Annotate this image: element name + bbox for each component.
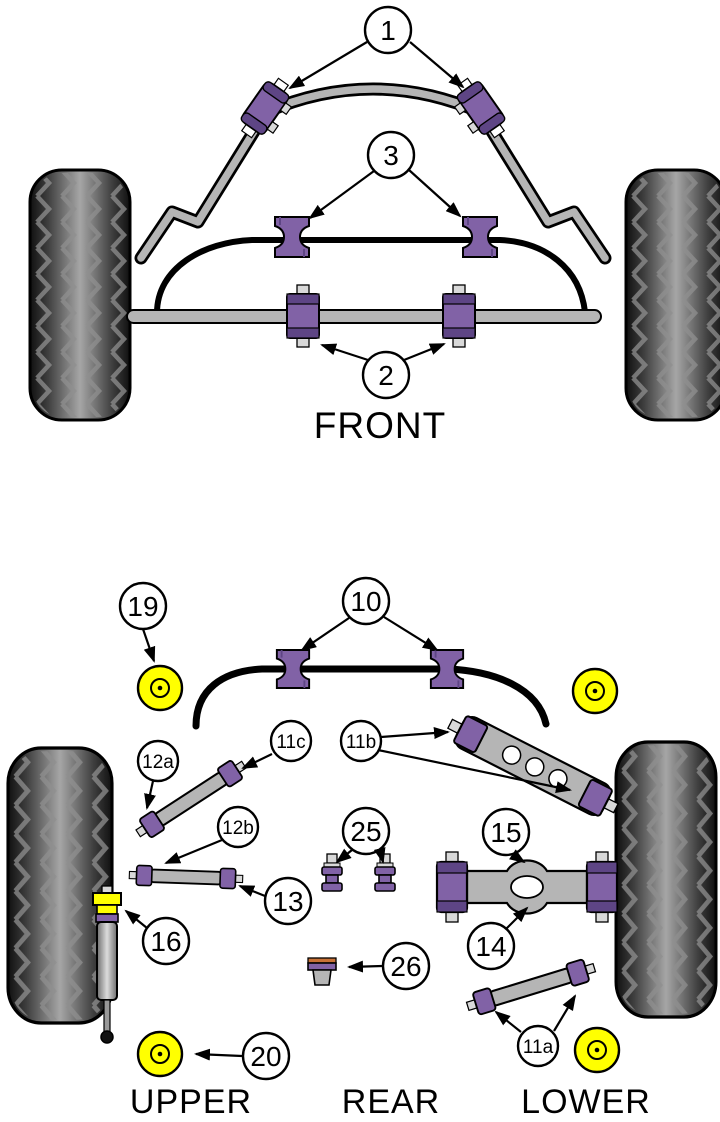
callout-2: 2 — [320, 342, 446, 400]
callout-2-arrow-right — [403, 342, 446, 362]
callout-16-label: 16 — [150, 926, 181, 957]
callout-12a: 12a — [136, 739, 180, 810]
callout-11a-arrow-right — [553, 994, 577, 1032]
callout-20: 20 — [194, 1031, 291, 1081]
front-anti-roll-bar — [134, 82, 612, 265]
callout-11a-arrow-left — [494, 1010, 522, 1033]
front-section: 1 3 2 FRONT — [28, 5, 720, 446]
callout-2-label: 2 — [378, 360, 394, 391]
rear-toe-arm — [128, 864, 244, 890]
callout-14: 14 — [466, 906, 529, 971]
rear-anti-roll-bar — [192, 665, 550, 730]
rack-bushing-right — [442, 284, 476, 348]
rear-section: 19 10 12a 11c 11b — [6, 576, 718, 1121]
callout-10-arrow-left — [300, 617, 350, 652]
callout-25-arrow-left — [335, 848, 353, 864]
yellow-mount-top-right — [571, 667, 619, 715]
callout-11a: 11a — [494, 994, 577, 1068]
callout-25-arrow-right — [373, 846, 386, 864]
yellow-mount-top-left — [136, 664, 184, 712]
callout-19-label: 19 — [127, 591, 158, 622]
front-lower-bar — [154, 237, 588, 316]
callout-15: 15 — [481, 807, 531, 864]
callout-14-label: 14 — [475, 931, 506, 962]
callout-11c-label: 11c — [276, 732, 305, 753]
callout-12b-label: 12b — [222, 818, 254, 839]
callout-10-label: 10 — [350, 586, 381, 617]
callout-26-label: 26 — [390, 951, 421, 982]
steering-rack-bar — [126, 309, 602, 324]
callout-1: 1 — [288, 5, 465, 90]
callout-10-arrow-right — [383, 616, 439, 652]
callout-12b: 12b — [164, 805, 260, 865]
callout-12b-arrow — [164, 838, 223, 865]
callout-1-arrow-left — [288, 41, 368, 90]
callout-26: 26 — [347, 941, 431, 991]
callout-19: 19 — [118, 581, 168, 663]
callout-1-label: 1 — [380, 15, 396, 46]
shock-absorber — [92, 885, 122, 1044]
callout-12a-label: 12a — [142, 752, 174, 773]
callout-11a-label: 11a — [523, 1037, 554, 1058]
callout-13-arrow — [238, 884, 266, 898]
callout-12a-arrow — [144, 780, 156, 810]
callout-13-label: 13 — [272, 886, 303, 917]
callout-16-arrow — [124, 909, 148, 929]
rear-lower-arm-assembly — [435, 851, 619, 923]
callout-14-arrow — [505, 906, 529, 930]
callout-25: 25 — [335, 806, 391, 864]
yellow-mount-bottom-right — [573, 1026, 621, 1074]
front-left-tire — [28, 168, 132, 422]
callout-26-arrow — [347, 960, 383, 973]
callout-2-arrow-left — [320, 343, 369, 362]
small-bushing-25-right — [374, 853, 396, 892]
yellow-mount-bottom-left — [136, 1030, 184, 1078]
rear-label: REAR — [342, 1083, 440, 1121]
callout-11b-arrow-2 — [377, 748, 572, 794]
bushing-26 — [307, 957, 337, 986]
front-right-tire — [624, 168, 720, 422]
callout-11c-arrow — [241, 753, 273, 769]
callout-15-label: 15 — [490, 817, 521, 848]
callout-3: 3 — [308, 130, 462, 220]
callout-3-label: 3 — [383, 140, 399, 171]
rear-right-tire — [614, 740, 718, 1019]
callout-11b-arrow-1 — [380, 727, 450, 740]
subframe-bracket — [446, 715, 620, 817]
callout-11c: 11c — [241, 719, 313, 769]
callout-11b: 11b — [339, 719, 572, 794]
callout-19-arrow — [141, 628, 156, 663]
callout-3-arrow-right — [408, 169, 462, 218]
callout-16: 16 — [124, 909, 191, 966]
callout-13: 13 — [238, 876, 313, 926]
callout-20-label: 20 — [250, 1041, 281, 1072]
front-label: FRONT — [314, 405, 446, 446]
callout-3-arrow-left — [308, 170, 375, 220]
callout-15-arrow — [509, 849, 526, 864]
lower-label: LOWER — [521, 1083, 651, 1121]
upper-label: UPPER — [130, 1083, 252, 1121]
callout-20-arrow — [194, 1048, 243, 1061]
callout-11b-label: 11b — [346, 732, 376, 753]
callout-1-arrow-right — [409, 41, 465, 89]
callout-25-label: 25 — [350, 816, 381, 847]
rack-bushing-left — [286, 284, 320, 348]
callout-10: 10 — [300, 576, 439, 652]
